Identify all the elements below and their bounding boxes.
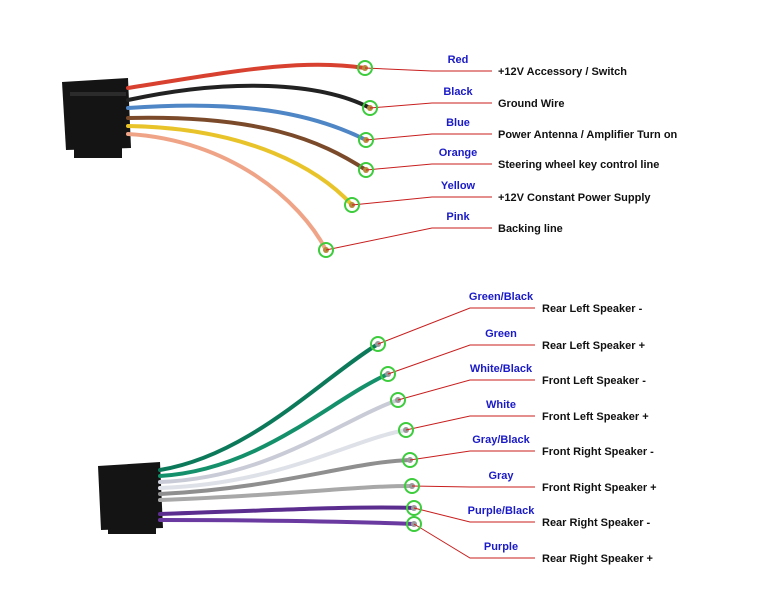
- color-label-bottom-5: Gray: [488, 470, 514, 482]
- color-label-bottom-4: Gray/Black: [472, 434, 530, 446]
- function-label-bottom-5: Front Right Speaker +: [542, 482, 657, 494]
- marker-top-2: [358, 132, 374, 148]
- color-label-bottom-3: White: [486, 399, 516, 411]
- leader-top-5: [325, 227, 492, 251]
- wire-top-5: [126, 132, 328, 252]
- function-label-bottom-7: Rear Right Speaker +: [542, 553, 653, 565]
- wire-bottom-1: [158, 372, 390, 478]
- function-label-top-0: +12V Accessory / Switch: [498, 66, 627, 78]
- color-label-top-4: Yellow: [441, 180, 476, 192]
- connector-bottom: [98, 462, 163, 530]
- color-label-top-5: Pink: [446, 211, 470, 223]
- leader-top-2: [365, 133, 492, 141]
- wire-top-1: [126, 83, 372, 110]
- wire-bottom-2: [158, 398, 400, 484]
- function-label-bottom-6: Rear Right Speaker -: [542, 517, 651, 529]
- leader-bottom-4: [409, 450, 535, 461]
- function-label-top-5: Backing line: [498, 223, 563, 235]
- color-label-bottom-1: Green: [485, 328, 517, 340]
- leader-bottom-1: [387, 344, 535, 375]
- marker-bottom-6: [406, 500, 422, 516]
- color-label-bottom-6: Purple/Black: [468, 505, 536, 517]
- marker-top-1: [362, 100, 378, 116]
- marker-bottom-2: [390, 392, 406, 408]
- color-label-bottom-2: White/Black: [470, 363, 533, 375]
- wire-top-0: [126, 62, 367, 90]
- marker-bottom-4: [402, 452, 418, 468]
- connector-top-clip: [74, 146, 122, 158]
- color-label-bottom-7: Purple: [484, 541, 518, 553]
- leader-top-3: [365, 163, 492, 171]
- function-label-top-2: Power Antenna / Amplifier Turn on: [498, 129, 678, 141]
- wire-top-2: [126, 103, 368, 142]
- leader-bottom-0: [377, 307, 535, 345]
- function-label-bottom-4: Front Right Speaker -: [542, 446, 654, 458]
- color-label-bottom-0: Green/Black: [469, 291, 534, 303]
- connector-top-ridge: [70, 92, 126, 96]
- function-label-bottom-2: Front Left Speaker -: [542, 375, 646, 387]
- function-label-bottom-3: Front Left Speaker +: [542, 411, 649, 423]
- connector-bottom-clip: [108, 526, 156, 534]
- leader-bottom-7: [413, 523, 535, 559]
- wire-bottom-7: [158, 518, 416, 526]
- function-label-bottom-0: Rear Left Speaker -: [542, 303, 643, 315]
- wire-bottom-3: [158, 428, 408, 490]
- leader-bottom-2: [397, 379, 535, 401]
- marker-top-3: [358, 162, 374, 178]
- function-label-top-3: Steering wheel key control line: [498, 159, 659, 171]
- marker-top-5: [318, 242, 334, 258]
- leader-top-0: [364, 67, 492, 72]
- wire-bottom-6: [158, 505, 416, 516]
- wire-top-4: [126, 124, 354, 207]
- marker-bottom-0: [370, 336, 386, 352]
- marker-top-0: [357, 60, 373, 76]
- color-label-top-2: Blue: [446, 117, 470, 129]
- wire-bottom-5: [158, 484, 414, 502]
- leader-top-1: [369, 102, 492, 109]
- function-label-top-1: Ground Wire: [498, 98, 565, 110]
- color-label-top-3: Orange: [439, 147, 478, 159]
- wire-top-3: [126, 115, 368, 172]
- marker-bottom-1: [380, 366, 396, 382]
- function-label-top-4: +12V Constant Power Supply: [498, 192, 651, 204]
- function-label-bottom-1: Rear Left Speaker +: [542, 340, 645, 352]
- marker-top-4: [344, 197, 360, 213]
- marker-bottom-3: [398, 422, 414, 438]
- leader-bottom-5: [411, 485, 535, 488]
- leader-bottom-3: [405, 415, 535, 431]
- marker-bottom-7: [406, 516, 422, 532]
- color-label-top-0: Red: [448, 54, 469, 66]
- marker-bottom-5: [404, 478, 420, 494]
- connector-top: [62, 78, 131, 150]
- color-label-top-1: Black: [443, 86, 473, 98]
- leader-bottom-6: [413, 507, 535, 523]
- wire-bottom-4: [158, 458, 412, 496]
- leader-top-4: [351, 196, 492, 206]
- wire-bottom-0: [158, 342, 380, 472]
